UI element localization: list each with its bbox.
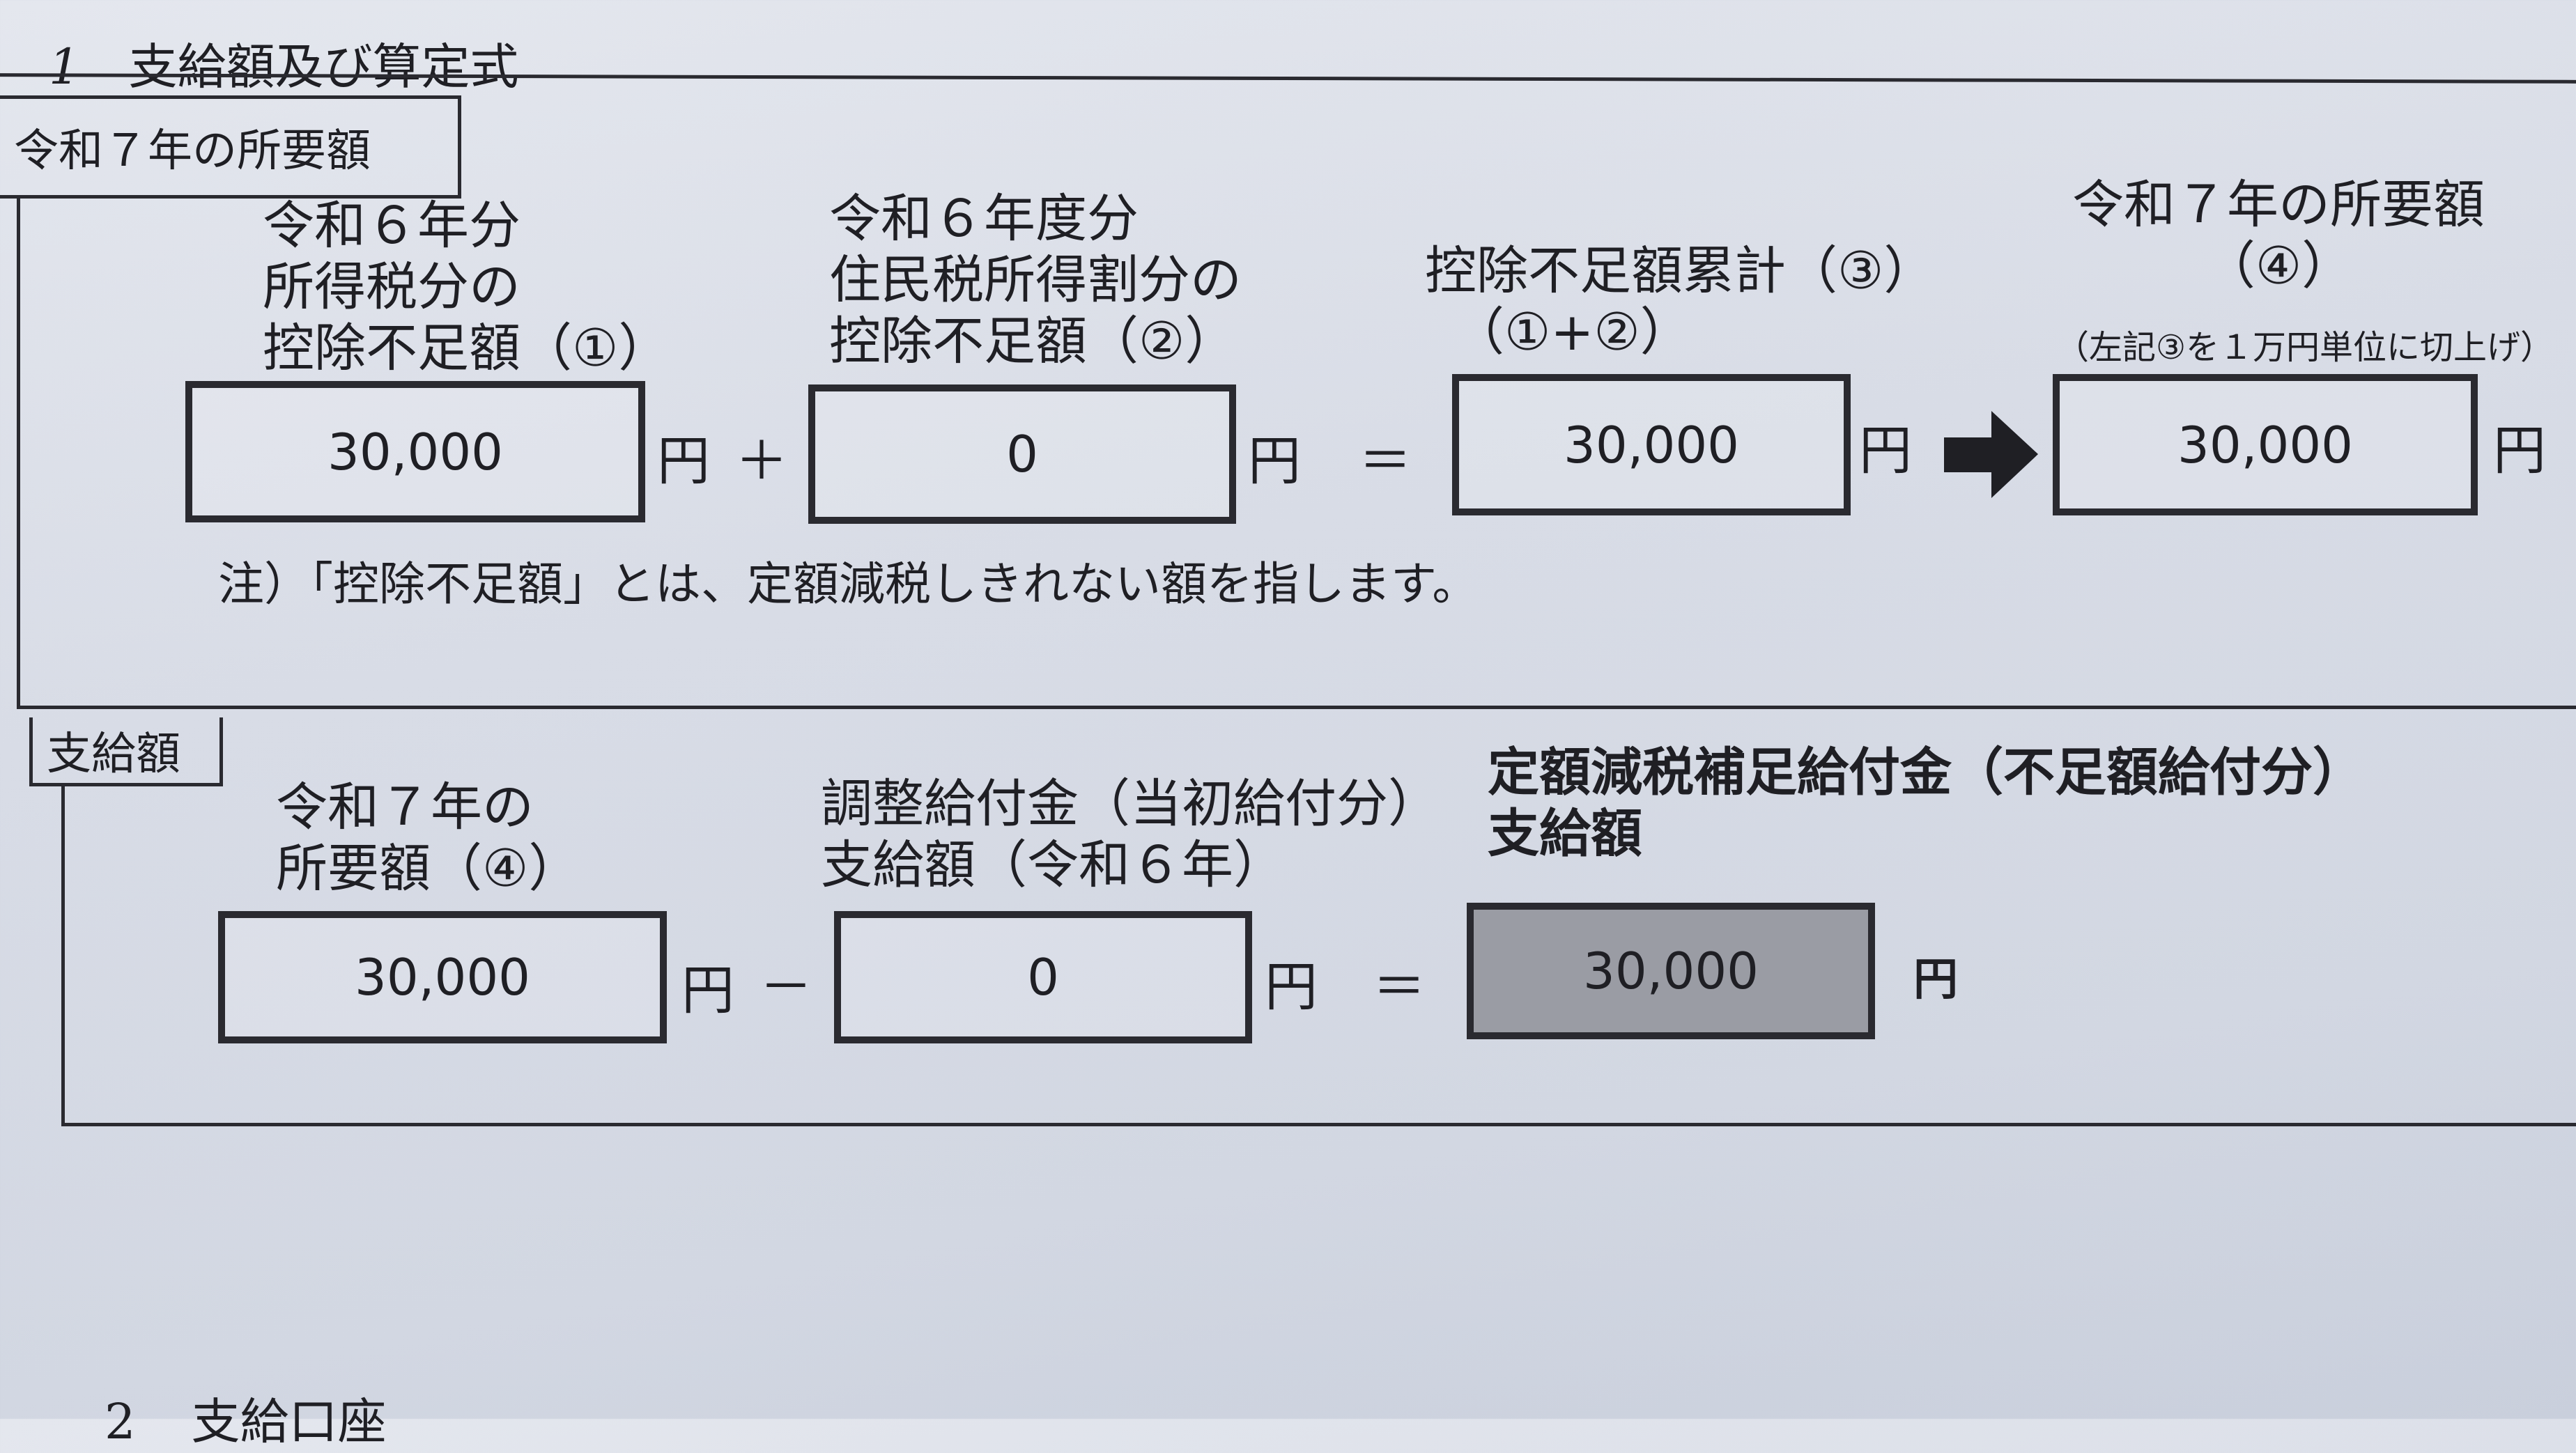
- minus-operator: －: [759, 956, 812, 1018]
- adjustment-benefit-field: 0: [834, 911, 1252, 1043]
- label-line: 住民税所得割分の: [829, 250, 1242, 310]
- note-text: 注）「控除不足額」とは、定額減税しきれない額を指します。: [218, 557, 1479, 611]
- section1-bottom-border: [17, 706, 2576, 709]
- supplementary-benefit-amount-field: 30,000: [1467, 903, 1875, 1039]
- required-amount-r7-field: 30,000: [2053, 374, 2478, 515]
- section-number: 2: [105, 1393, 136, 1450]
- deduction-shortfall-income-tax-field: 30,000: [185, 381, 645, 522]
- label-line: 令和６年度分: [829, 189, 1139, 249]
- col1-label: 令和６年分 所得税分の 控除不足額（①）: [263, 195, 670, 379]
- deduction-shortfall-resident-tax-field: 0: [808, 384, 1236, 524]
- col4-sublabel: （左記③を１万円単位に切上げ）: [2056, 328, 2554, 367]
- label-line: 所要額（④）: [276, 839, 580, 899]
- section2-label: 支給額: [29, 717, 223, 786]
- col4-label: 令和７年の所要額 （④）: [2062, 174, 2494, 297]
- equals-operator: ＝: [1359, 430, 1412, 492]
- label-line: 控除不足額（②）: [829, 311, 1237, 371]
- section1-left-border: [17, 197, 20, 707]
- label-line: 令和７年の: [276, 777, 534, 837]
- label-line: 令和６年分: [263, 196, 520, 256]
- unit-yen: 円: [1265, 956, 1318, 1018]
- next-section-heading: 2 支給口座: [105, 1383, 387, 1453]
- label-line: 支給額（令和６年）: [821, 835, 1285, 895]
- s2-col2-label: 調整給付金（当初給付分） 支給額（令和６年）: [821, 773, 1440, 896]
- label-line: 控除不足額累計（③）: [1425, 241, 1936, 301]
- label-line: 令和７年の所要額: [2072, 175, 2485, 235]
- unit-yen: 円: [1859, 419, 1912, 481]
- s2-col1-label: 令和７年の 所要額（④）: [276, 777, 580, 899]
- label-line: （①+②）: [1453, 302, 1692, 362]
- label-line: 所得税分の: [263, 257, 520, 317]
- col3-label: 控除不足額累計（③） （①+②）: [1425, 240, 1935, 363]
- label-line: 定額減税補足給付金（不足額給付分）: [1488, 743, 2364, 802]
- unit-yen: 円: [2493, 419, 2546, 481]
- section-number: 1: [49, 38, 80, 95]
- label-line: 控除不足額（①）: [263, 318, 670, 378]
- label-line: （④）: [2203, 236, 2354, 296]
- unit-yen: 円: [1913, 954, 1958, 1006]
- section-title: 支給額及び算定式: [128, 38, 519, 95]
- deduction-shortfall-total-field: 30,000: [1452, 374, 1851, 515]
- right-arrow-icon: [1944, 411, 2038, 498]
- section-title: 支給口座: [191, 1393, 387, 1450]
- section1-label: 令和７年の所要額: [0, 95, 461, 199]
- unit-yen: 円: [681, 959, 734, 1021]
- section2-left-border: [61, 785, 65, 1126]
- equals-operator: ＝: [1373, 956, 1426, 1018]
- unit-yen: 円: [1248, 430, 1301, 492]
- col2-label: 令和６年度分 住民税所得割分の 控除不足額（②）: [829, 188, 1242, 372]
- s2-col3-label: 定額減税補足給付金（不足額給付分） 支給額: [1488, 742, 2364, 864]
- section2-bottom-border: [61, 1123, 2576, 1126]
- unit-yen: 円: [657, 430, 710, 492]
- required-amount-field: 30,000: [218, 911, 667, 1043]
- label-line: 調整給付金（当初給付分）: [821, 774, 1440, 834]
- plus-operator: ＋: [735, 430, 788, 492]
- section-heading: 1 支給額及び算定式: [49, 28, 519, 98]
- label-line: 支給額: [1488, 804, 1642, 864]
